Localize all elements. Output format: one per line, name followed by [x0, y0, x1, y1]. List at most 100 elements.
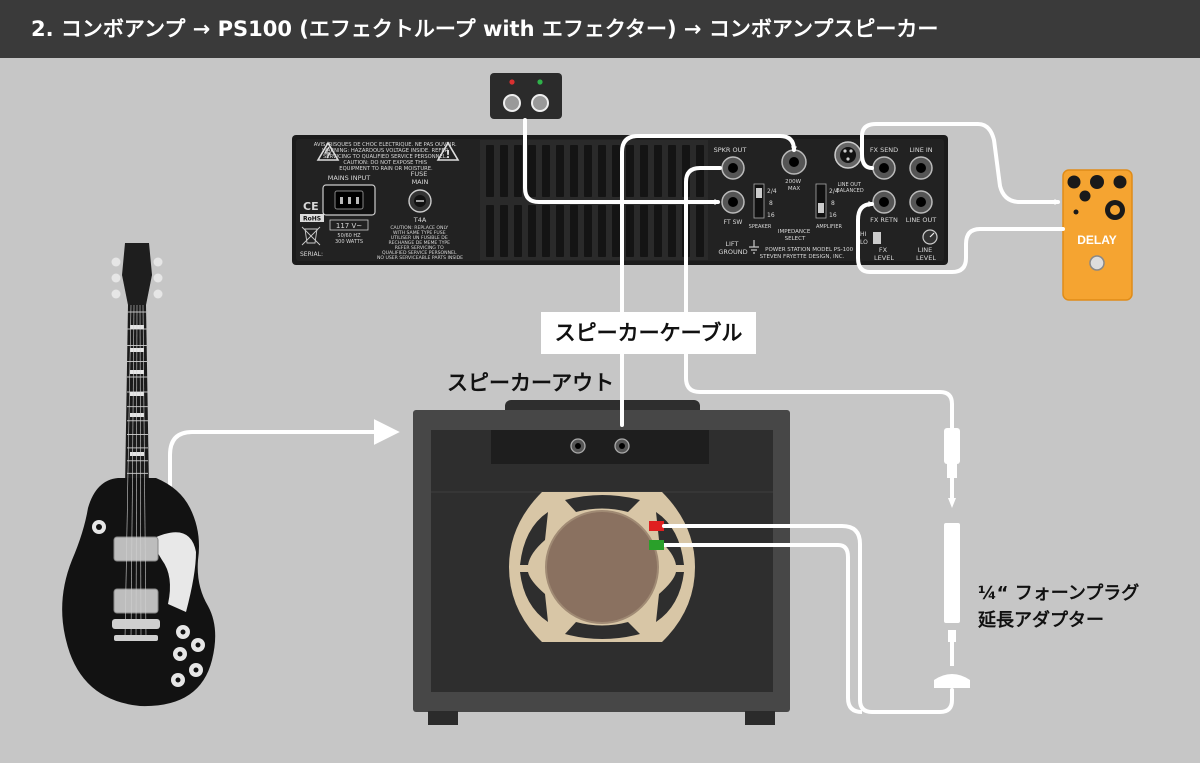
footswitch-icon[interactable]: [490, 73, 562, 119]
voltage-label: 117 V~: [336, 222, 362, 230]
fx-retn-label: FX RETN: [870, 216, 898, 224]
serial-label: SERIAL:: [300, 251, 323, 258]
amp-control-panel: [491, 430, 709, 464]
vent-slot: [668, 145, 676, 197]
pedal-name: DELAY: [1077, 233, 1117, 247]
fx-send-cable: [860, 122, 1061, 205]
electric-guitar-icon: [62, 243, 216, 707]
fx-send-label: FX SEND: [870, 146, 898, 154]
vent-slot: [612, 205, 620, 257]
spkr-out-jack[interactable]: [721, 156, 745, 180]
speaker-terminal-green: [649, 540, 664, 550]
footswitch-cable: [523, 118, 721, 205]
ft-sw-label: FT SW: [724, 219, 743, 226]
speaker-lead-red: [662, 524, 954, 714]
amplifier-label: AMPLIFIER: [816, 224, 843, 230]
vent-slot: [626, 145, 634, 197]
vent-slot: [598, 205, 606, 257]
fuse-caution-text: CAUTION: REPLACE ONLY WITH SAME TYPE FUS…: [377, 225, 463, 261]
fuse-label: FUSE MAIN: [411, 170, 430, 186]
speaker-impedance-values: 2/4 8 16: [767, 188, 779, 219]
footswitch-led-red: [509, 79, 515, 85]
speaker-out-label: スピーカーアウト: [447, 371, 615, 395]
vent-slot: [654, 205, 662, 257]
mains-input-label: MAINS INPUT: [328, 174, 370, 182]
vent-slot: [612, 145, 620, 197]
amplifier-impedance-switch[interactable]: [815, 183, 827, 219]
phone-plug-icon: [944, 428, 960, 508]
svg-text:!: !: [445, 148, 450, 161]
max-power-label: 200W MAX: [785, 179, 803, 192]
spkr-out-label: SPKR OUT: [714, 146, 747, 154]
xlr-line-out[interactable]: [834, 141, 862, 169]
speaker-cable: [620, 134, 797, 427]
footswitch-led-green: [537, 79, 543, 85]
vent-slot: [668, 205, 676, 257]
line-level-knob[interactable]: [922, 229, 938, 245]
speaker-terminal-red: [649, 521, 664, 531]
line-in-label: LINE IN: [909, 146, 932, 154]
page-title: 2. コンボアンプ → PS100 (エフェクトループ with エフェクター)…: [0, 0, 1200, 58]
delay-pedal-icon[interactable]: DELAY: [1062, 169, 1133, 301]
ground-icon: [749, 240, 759, 254]
pedal-footswitch[interactable]: [1089, 255, 1105, 271]
vent-slot: [486, 205, 494, 257]
ft-sw-jack[interactable]: [721, 190, 745, 214]
phone-jack-icon: [934, 523, 970, 688]
lift-ground-label: LIFT GROUND: [718, 240, 747, 256]
vent-slot: [570, 145, 578, 197]
line-out-label: LINE OUT: [906, 216, 936, 224]
ce-mark-icon: CE: [303, 200, 319, 213]
guitar-cable: [168, 419, 400, 517]
fx-return-cable: [856, 201, 1065, 274]
fx-send-jack[interactable]: [872, 156, 896, 180]
fx-level-label: FX LEVEL: [874, 246, 894, 262]
model-label: POWER STATION MODEL PS-100 STEVEN FRYETT…: [760, 247, 855, 260]
hi-lo-label: HI LO: [860, 231, 868, 246]
fx-return-jack[interactable]: [872, 190, 896, 214]
speaker-cable-label: スピーカーケーブル: [541, 312, 756, 354]
fuse-icon: [408, 189, 432, 213]
vent-slot: [514, 145, 522, 197]
vent-slot: [528, 205, 536, 257]
combo-amp-icon: [413, 400, 790, 725]
spkr-out-cable: [684, 166, 954, 430]
vent-slot: [598, 145, 606, 197]
vent-slot: [556, 145, 564, 197]
rohs-mark: RoHS: [303, 216, 321, 223]
vent-slot: [584, 145, 592, 197]
mains-input-socket: [322, 184, 376, 216]
warning-text: AVIS: RISQUES DE CHOC ELECTRIQUE. NE PAS…: [314, 142, 459, 172]
fx-level-switch[interactable]: [873, 232, 881, 244]
adapter-label-line1: ¼“ フォーンプラグ: [978, 583, 1140, 604]
adapter-label: ¼“ フォーンプラグ 延長アダプター: [978, 580, 1139, 634]
vent-slot: [654, 145, 662, 197]
amp-speaker-out-jack[interactable]: [570, 438, 630, 454]
vent-slot: [584, 205, 592, 257]
vent-slot: [626, 205, 634, 257]
speaker-input-jack[interactable]: [781, 149, 807, 175]
vent-slot: [640, 145, 648, 197]
line-level-label: LINE LEVEL: [916, 246, 936, 262]
vent-slot: [514, 205, 522, 257]
impedance-select-label: IMPEDANCE SELECT: [778, 229, 812, 242]
vent-slot: [696, 145, 704, 197]
speaker-leads: [664, 543, 863, 714]
line-out-jack[interactable]: [909, 190, 933, 214]
line-out-balanced-label: LINE OUT BALANCED: [836, 182, 864, 194]
vent-slot: [500, 205, 508, 257]
amplifier-impedance-values: 2/4 8 16: [829, 188, 841, 219]
line-in-jack[interactable]: [909, 156, 933, 180]
adapter-label-line2: 延長アダプター: [978, 610, 1104, 631]
hz-label: 50/60 HZ: [337, 233, 361, 239]
speaker-icon: [509, 492, 695, 642]
speaker-impedance-switch[interactable]: [753, 183, 765, 219]
watts-label: 300 WATTS: [335, 239, 363, 245]
vent-slot: [542, 205, 550, 257]
cables: [168, 118, 1065, 714]
vent-slot: [696, 205, 704, 257]
vent-slot: [556, 205, 564, 257]
vent-slot: [640, 205, 648, 257]
shock-warning-icon: !: [316, 141, 460, 161]
